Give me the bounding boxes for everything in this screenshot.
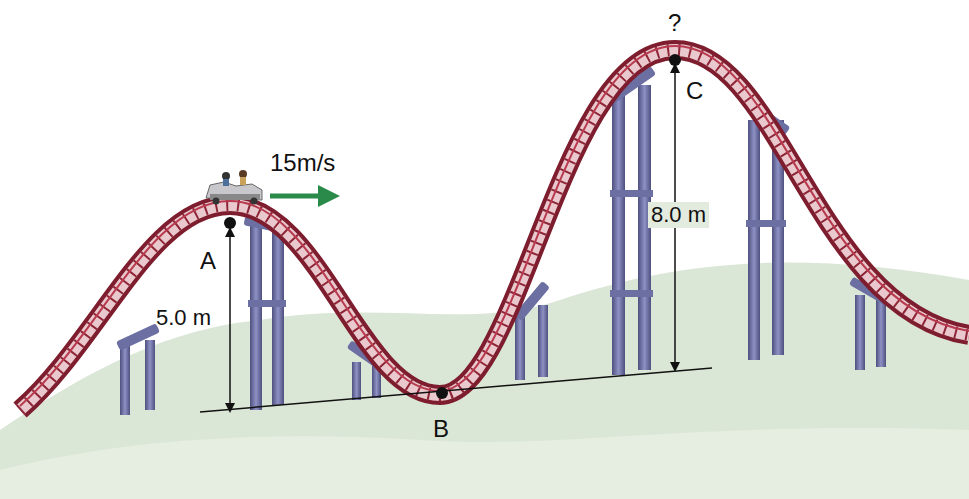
ground xyxy=(0,263,969,499)
baseline xyxy=(200,368,712,412)
coaster-track xyxy=(20,46,969,410)
point-marker xyxy=(436,387,448,399)
point-label: B xyxy=(433,416,449,442)
dimension-label: 5.0 m xyxy=(156,306,211,330)
point-marker xyxy=(224,217,236,229)
speed-label: 15m/s xyxy=(270,150,335,176)
coaster-car xyxy=(206,170,262,205)
unknown-label: ? xyxy=(668,10,681,36)
dimension-label: 8.0 m xyxy=(648,202,709,228)
velocity-arrow xyxy=(270,194,322,199)
height-dimension xyxy=(229,232,231,408)
point-marker xyxy=(669,54,681,66)
point-label: A xyxy=(200,248,216,274)
point-label: C xyxy=(686,78,703,104)
